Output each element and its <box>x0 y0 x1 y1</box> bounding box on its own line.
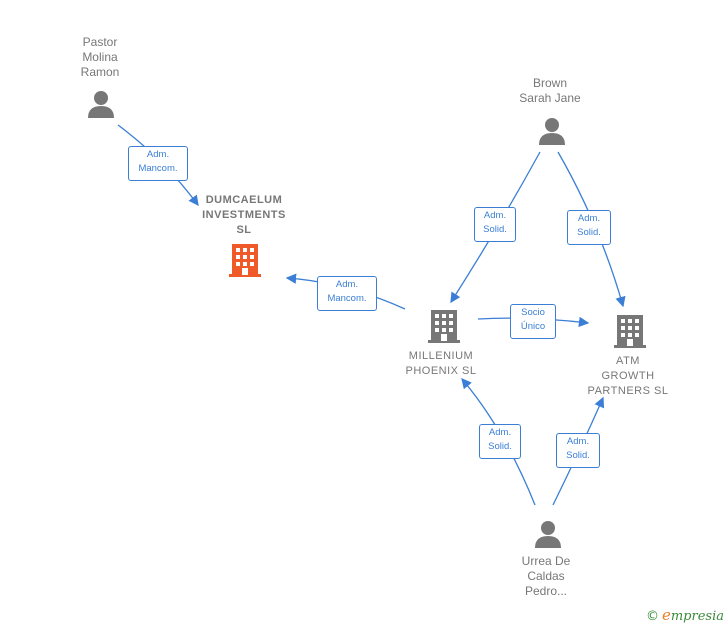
edge-label-brown-atm[interactable]: Adm. Solid. <box>567 210 611 245</box>
node-label-atm[interactable]: ATM GROWTH PARTNERS SL <box>587 355 669 397</box>
edge-label-pastor-dumcaelum[interactable]: Adm. Mancom. <box>128 146 188 181</box>
person-icon <box>539 118 565 145</box>
copyright-icon: © <box>645 609 659 624</box>
node-label-pastor[interactable]: Pastor Molina Ramon <box>80 35 120 79</box>
node-label-dumcaelum[interactable]: DUMCAELUM INVESTMENTS SL <box>202 194 286 236</box>
edge-label-millenium-dumcaelum[interactable]: Adm. Mancom. <box>317 276 377 311</box>
node-label-millenium[interactable]: MILLENIUM PHOENIX SL <box>405 350 477 377</box>
building-icon <box>428 310 460 343</box>
edge-label-urrea-atm[interactable]: Adm. Solid. <box>556 433 600 468</box>
building-icon <box>229 244 261 277</box>
person-icon <box>535 521 561 548</box>
brand-e: e <box>661 606 671 624</box>
building-icon <box>614 315 646 348</box>
person-icon <box>88 91 114 118</box>
brand-logo: ©empresia <box>646 606 724 624</box>
node-label-brown[interactable]: Brown Sarah Jane <box>519 76 581 105</box>
edge-label-brown-millenium[interactable]: Adm. Solid. <box>474 207 516 242</box>
edge-label-urrea-millenium[interactable]: Adm. Solid. <box>479 424 521 459</box>
node-label-urrea[interactable]: Urrea De Caldas Pedro... <box>521 554 571 598</box>
brand-name: mpresia <box>670 609 724 624</box>
edge-label-millenium-atm[interactable]: Socio Único <box>510 304 556 339</box>
